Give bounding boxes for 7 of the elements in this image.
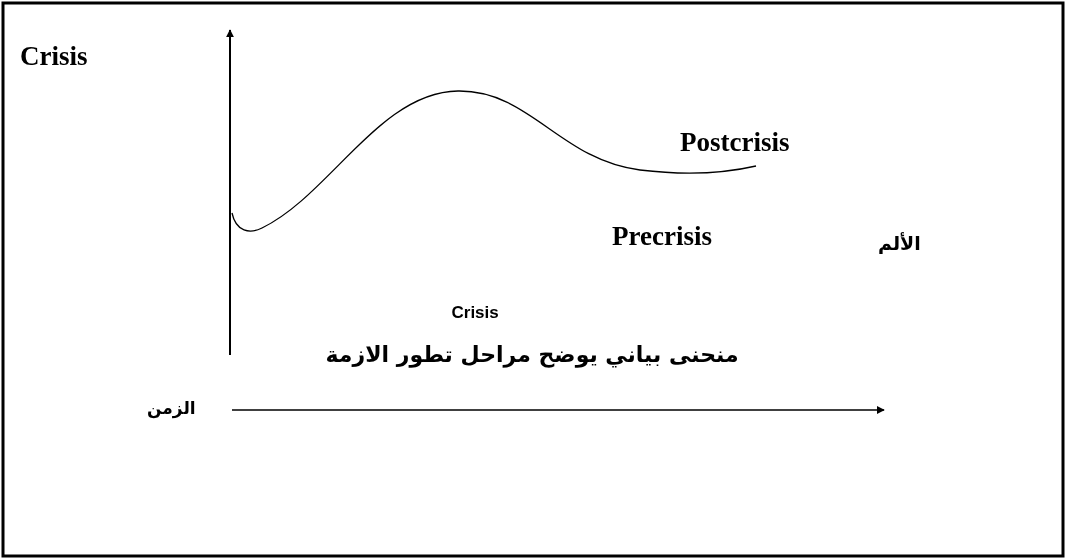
axis-label: Crisis: [20, 40, 88, 73]
phase-label: Postcrisis: [680, 126, 790, 159]
phase-label: Precrisis: [612, 220, 712, 253]
phase-label: Crisis: [451, 303, 499, 324]
chart-title: منحنى بياني يوضح مراحل تطور الازمة: [325, 342, 739, 369]
axis-label: الزمن: [147, 398, 196, 419]
axis-label: الألم: [878, 232, 921, 255]
